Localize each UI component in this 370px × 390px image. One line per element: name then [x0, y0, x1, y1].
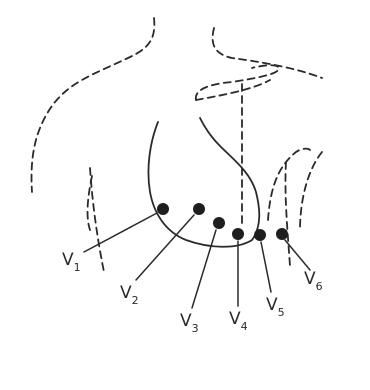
- lead-label-v6: V6: [304, 269, 323, 293]
- left-lateral-line-a: [90, 168, 104, 272]
- electrode-v5: [254, 229, 266, 241]
- leader-v5: [261, 242, 271, 292]
- right-lateral-line-a: [268, 149, 310, 220]
- right-neck-outline: [213, 28, 322, 78]
- right-lateral-line-b: [285, 162, 290, 266]
- right-lateral-line-c: [300, 152, 322, 230]
- lead-labels: V1 V2 V3 V4 V5 V6: [62, 250, 323, 335]
- leader-v3: [192, 230, 216, 308]
- electrode-v1: [157, 203, 169, 215]
- electrode-v6: [276, 228, 288, 240]
- electrode-v3: [213, 217, 225, 229]
- lead-label-v3: V3: [180, 311, 199, 335]
- electrode-v2: [193, 203, 205, 215]
- leader-lines: [84, 213, 310, 308]
- lead-label-v2: V2: [120, 283, 139, 307]
- clavicle-outline-lower: [196, 80, 270, 100]
- lead-label-v1: V1: [62, 250, 81, 274]
- lead-label-v5: V5: [266, 295, 285, 319]
- electrode-v4: [232, 228, 244, 240]
- leader-v6: [285, 240, 310, 270]
- left-shoulder-outline: [32, 18, 155, 192]
- lead-label-v4: V4: [229, 309, 248, 333]
